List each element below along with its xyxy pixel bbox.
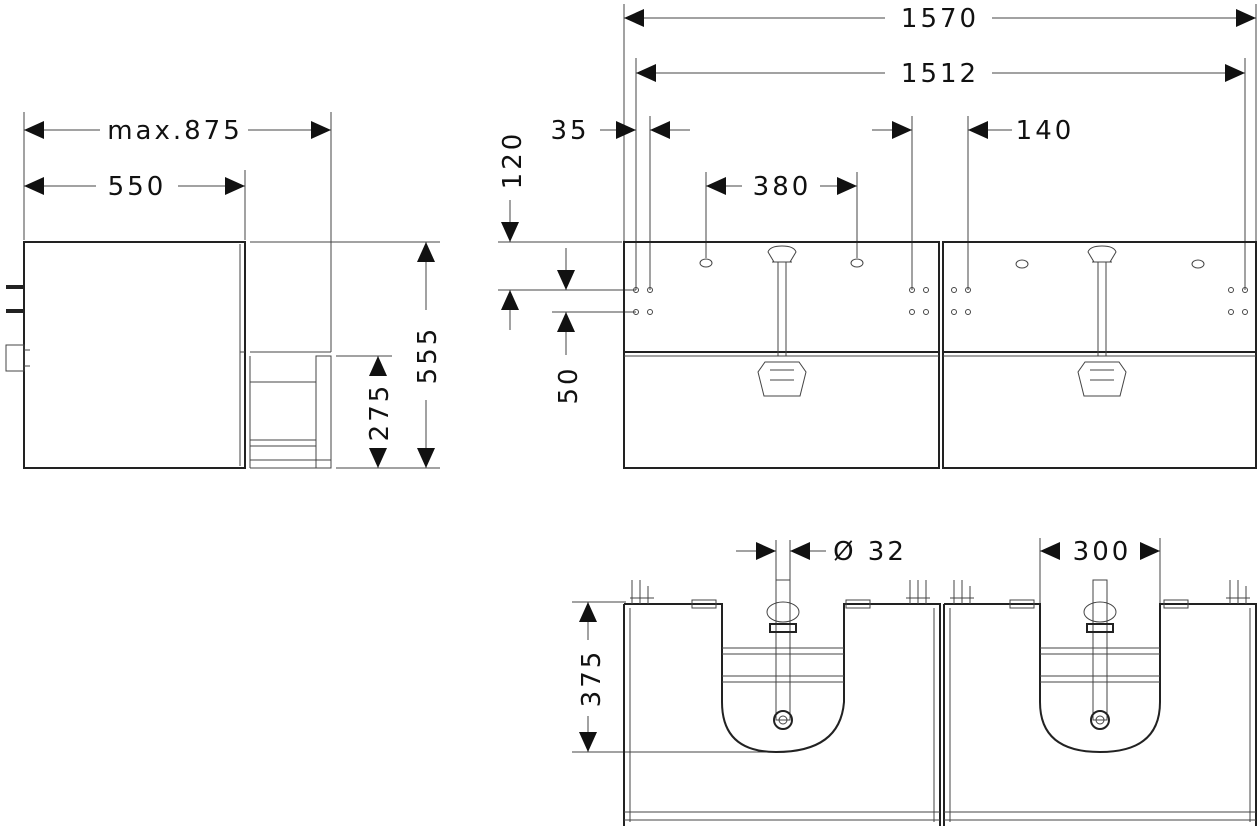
siphon-left-icon <box>757 245 807 397</box>
mounting-holes-right <box>951 259 1248 315</box>
open-drawer <box>249 241 332 469</box>
top-cabinet-right <box>943 599 1257 826</box>
side-offset-label: 35 <box>550 116 589 146</box>
drain-pipe-right-icon <box>1083 579 1117 730</box>
front-cabinet-left <box>623 241 940 469</box>
drawer-height-label: 275 <box>365 383 395 442</box>
front-cabinet-right <box>942 241 1257 469</box>
drain-pipe-left-icon <box>766 579 800 730</box>
side-view: max.875 550 555 275 <box>5 112 443 469</box>
row-spacing-label: 50 <box>554 365 584 404</box>
side-cabinet-body <box>23 241 246 469</box>
front-view: 1570 1512 35 140 380 120 <box>498 4 1257 469</box>
drain-height-label: 375 <box>577 649 607 708</box>
top-view: Ø 32 300 375 <box>572 537 1257 826</box>
max-depth-label: max.875 <box>107 116 243 146</box>
height-label: 555 <box>413 326 443 385</box>
pipe-diameter-label: Ø 32 <box>833 537 907 567</box>
drain-width-label: 300 <box>1073 537 1132 567</box>
edge-offset-label: 140 <box>1016 116 1075 146</box>
depth-label: 550 <box>108 172 167 202</box>
inner-width-label: 1512 <box>901 59 979 89</box>
top-offset-label: 120 <box>498 131 528 190</box>
wall-bracket-icon <box>5 285 30 372</box>
overall-width-label: 1570 <box>901 4 979 34</box>
mounting-holes-left <box>633 258 929 315</box>
wall-bracket-top-icon <box>630 580 1250 604</box>
top-cabinet-left <box>623 599 941 826</box>
siphon-right-icon <box>1077 245 1127 397</box>
hole-spacing-label: 380 <box>753 172 812 202</box>
